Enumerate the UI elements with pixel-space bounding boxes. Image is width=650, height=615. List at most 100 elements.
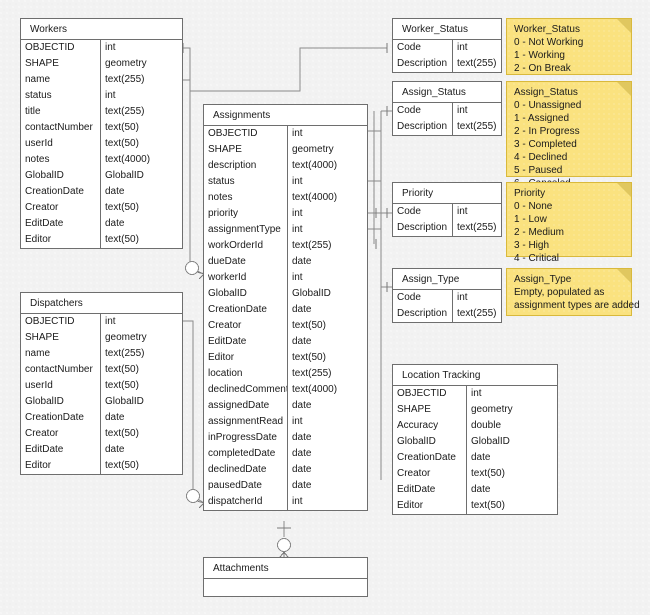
field-type: GlobalID: [471, 436, 510, 447]
field-type: text(4000): [292, 192, 338, 203]
field-name: EditDate: [21, 442, 101, 458]
note-assign-type[interactable]: Assign_Type Empty, populated as assignme…: [506, 268, 640, 316]
field-name: [204, 579, 367, 596]
field-name: completedDate: [204, 446, 288, 462]
note-line: 0 - Unassigned: [514, 100, 582, 111]
field-type: text(50): [105, 364, 139, 375]
field-type: date: [292, 256, 312, 267]
field-name: Editor: [393, 498, 467, 514]
note-title: Worker_Status: [514, 24, 580, 35]
note-title: Assign_Type: [514, 274, 572, 285]
field-type: geometry: [471, 404, 513, 415]
field-type: date: [471, 484, 491, 495]
field-name: GlobalID: [204, 286, 288, 302]
field-name: SHAPE: [393, 402, 467, 418]
note-assign-status[interactable]: Assign_Status 0 - Unassigned 1 - Assigne…: [506, 81, 632, 189]
field-row: SHAPE geometry: [393, 402, 557, 418]
field-type: text(50): [292, 320, 326, 331]
entity-table-attachments[interactable]: Attachments: [203, 557, 368, 597]
note-title: Assign_Status: [514, 87, 578, 98]
field-type: text(255): [105, 106, 145, 117]
field-name: CreationDate: [21, 184, 101, 200]
field-type: date: [292, 432, 312, 443]
field-name: status: [21, 88, 101, 104]
field-row: title text(255): [21, 104, 182, 120]
field-type: text(50): [105, 122, 139, 133]
field-type: date: [292, 304, 312, 315]
field-name: SHAPE: [21, 56, 101, 72]
field-row: completedDate date: [204, 446, 367, 462]
field-type: int: [292, 128, 303, 139]
field-type: text(50): [471, 500, 505, 511]
field-name: title: [21, 104, 101, 120]
field-type: text(255): [105, 74, 145, 85]
field-name: Description: [393, 56, 453, 72]
field-type: int: [105, 42, 116, 53]
field-name: OBJECTID: [204, 126, 288, 142]
field-name: EditDate: [393, 482, 467, 498]
field-name: OBJECTID: [21, 314, 101, 330]
field-name: dispatcherId: [204, 494, 288, 510]
table-title-workers: Workers: [21, 19, 182, 40]
field-type: int: [105, 90, 116, 101]
field-name: priority: [204, 206, 288, 222]
field-type: geometry: [105, 58, 147, 69]
note-priority[interactable]: Priority 0 - None 1 - Low 2 - Medium 3 -…: [506, 182, 632, 264]
note-worker-status[interactable]: Worker_Status 0 - Not Working 1 - Workin…: [506, 18, 632, 75]
field-type: date: [292, 464, 312, 475]
field-type: text(50): [105, 380, 139, 391]
field-row: OBJECTID int: [204, 126, 367, 142]
field-name: declinedDate: [204, 462, 288, 478]
field-type: geometry: [105, 332, 147, 343]
field-type: int: [457, 292, 468, 303]
field-row: OBJECTID int: [21, 314, 182, 330]
field-name: Code: [393, 40, 453, 56]
field-name: Editor: [204, 350, 288, 366]
field-type: text(50): [471, 468, 505, 479]
field-name: userId: [21, 378, 101, 394]
field-name: GlobalID: [21, 394, 101, 410]
table-title-assign-status: Assign_Status: [393, 82, 501, 103]
field-row: userId text(50): [21, 378, 182, 394]
field-name: SHAPE: [21, 330, 101, 346]
field-type: text(50): [292, 352, 326, 363]
field-type: int: [105, 316, 116, 327]
field-name: Code: [393, 103, 453, 119]
field-type: date: [105, 218, 125, 229]
field-name: pausedDate: [204, 478, 288, 494]
field-type: double: [471, 420, 502, 431]
field-type: date: [292, 448, 312, 459]
